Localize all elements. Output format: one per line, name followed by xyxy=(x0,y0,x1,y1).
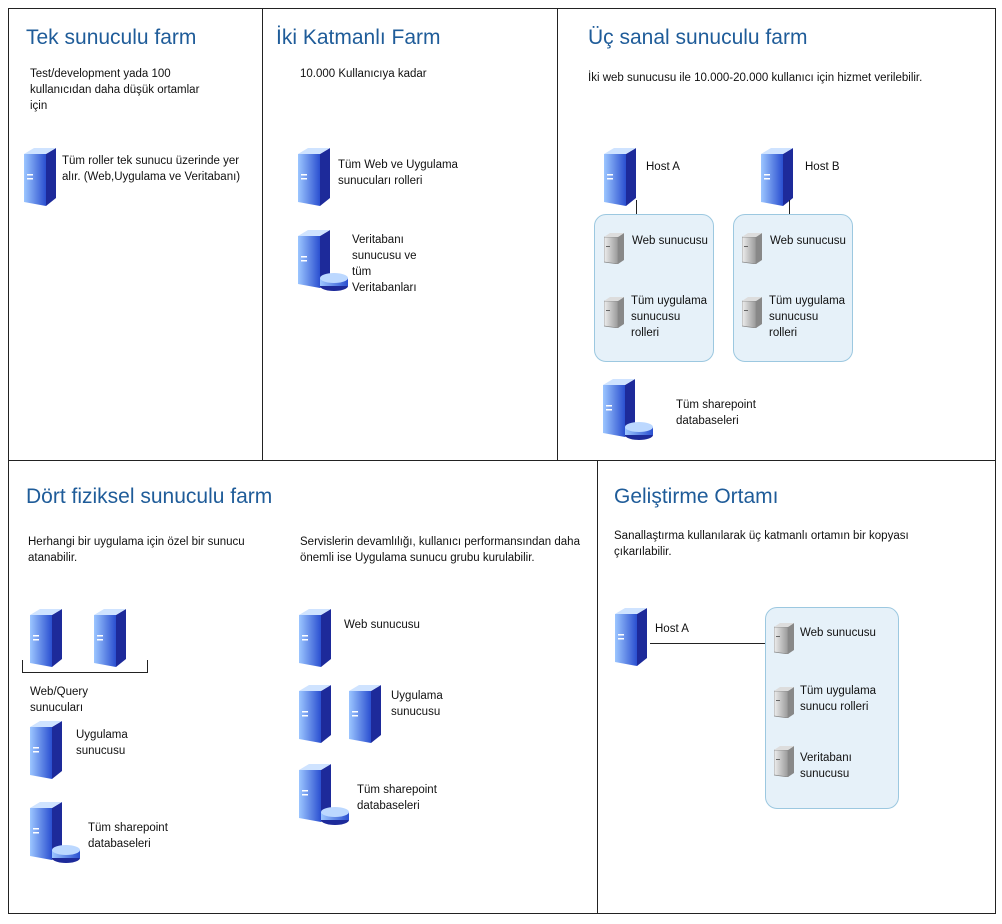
server-label: Tüm sharepoint databaseleri xyxy=(357,784,437,812)
panel-desc: Herhangi bir uygulama için özel bir sunu… xyxy=(28,536,245,564)
server-label: Tüm Web ve Uygulama sunucuları rolleri xyxy=(338,159,458,187)
border xyxy=(995,8,996,914)
vm-label: Tüm uygulama sunucusu rolleri xyxy=(631,295,708,339)
virtual-server-icon xyxy=(742,232,762,264)
group-bracket xyxy=(22,660,148,673)
server-label: Tüm sharepoint databaseleri xyxy=(88,822,168,850)
server-label: Tüm sharepoint databaseleri xyxy=(676,399,756,427)
host-label: Host A xyxy=(655,623,689,635)
server-icon xyxy=(349,683,381,743)
host-label: Host B xyxy=(805,161,840,173)
vm-label: Tüm uygulama sunucusu rolleri xyxy=(769,295,846,339)
server-icon xyxy=(30,719,62,779)
database-server-icon xyxy=(30,800,80,864)
divider xyxy=(8,460,996,461)
virtual-server-icon xyxy=(604,232,624,264)
server-label: Web/Query sunucuları xyxy=(30,686,88,714)
virtual-server-icon xyxy=(604,296,624,328)
virtual-server-icon xyxy=(774,745,794,777)
panel-title: Tek sunuculu farm xyxy=(26,26,197,49)
panel-title: Dört fiziksel sunuculu farm xyxy=(26,485,273,508)
panel-title: Geliştirme Ortamı xyxy=(614,485,779,508)
border xyxy=(8,913,996,914)
database-server-icon xyxy=(299,762,349,826)
panel-desc: Sanallaştırma kullanılarak üç katmanlı o… xyxy=(614,530,909,558)
connector xyxy=(650,643,765,644)
host-server-icon xyxy=(761,146,793,206)
server-label: Veritabanı sunucusu ve tüm Veritabanları xyxy=(352,234,417,294)
vm-label: Web sunucusu xyxy=(770,235,846,247)
server-icon xyxy=(298,146,330,206)
server-icon xyxy=(30,607,62,667)
panel-title: İki Katmanlı Farm xyxy=(276,26,441,49)
virtual-server-icon xyxy=(742,296,762,328)
server-icon xyxy=(299,683,331,743)
panel-desc: Servislerin devamlılığı, kullanıcı perfo… xyxy=(300,536,580,564)
panel-desc: İki web sunucusu ile 10.000-20.000 kulla… xyxy=(588,72,923,84)
border xyxy=(8,8,9,914)
panel-desc: Test/development yada 100 kullanıcıdan d… xyxy=(30,68,200,112)
host-server-icon xyxy=(615,606,647,666)
server-label: Uygulama sunucusu xyxy=(391,690,443,718)
vm-label: Web sunucusu xyxy=(800,627,876,639)
vm-label: Veritabanı sunucusu xyxy=(800,752,852,780)
server-label: Tüm roller tek sunucu üzerinde yer alır.… xyxy=(62,155,241,183)
vm-label: Web sunucusu xyxy=(632,235,708,247)
connector xyxy=(636,200,637,214)
divider xyxy=(597,460,598,914)
border xyxy=(8,8,996,9)
server-icon xyxy=(299,607,331,667)
server-icon xyxy=(24,146,56,206)
database-server-icon xyxy=(603,377,653,441)
connector xyxy=(789,200,790,214)
panel-title: Üç sanal sunuculu farm xyxy=(588,26,808,49)
database-server-icon xyxy=(298,228,348,292)
host-server-icon xyxy=(604,146,636,206)
server-label: Uygulama sunucusu xyxy=(76,729,128,757)
divider xyxy=(557,8,558,461)
virtual-server-icon xyxy=(774,622,794,654)
server-label: Web sunucusu xyxy=(344,619,420,631)
virtual-server-icon xyxy=(774,686,794,718)
server-icon xyxy=(94,607,126,667)
panel-desc: 10.000 Kullanıcıya kadar xyxy=(300,68,427,80)
vm-label: Tüm uygulama sunucu rolleri xyxy=(800,685,877,713)
host-label: Host A xyxy=(646,161,680,173)
divider xyxy=(262,8,263,461)
